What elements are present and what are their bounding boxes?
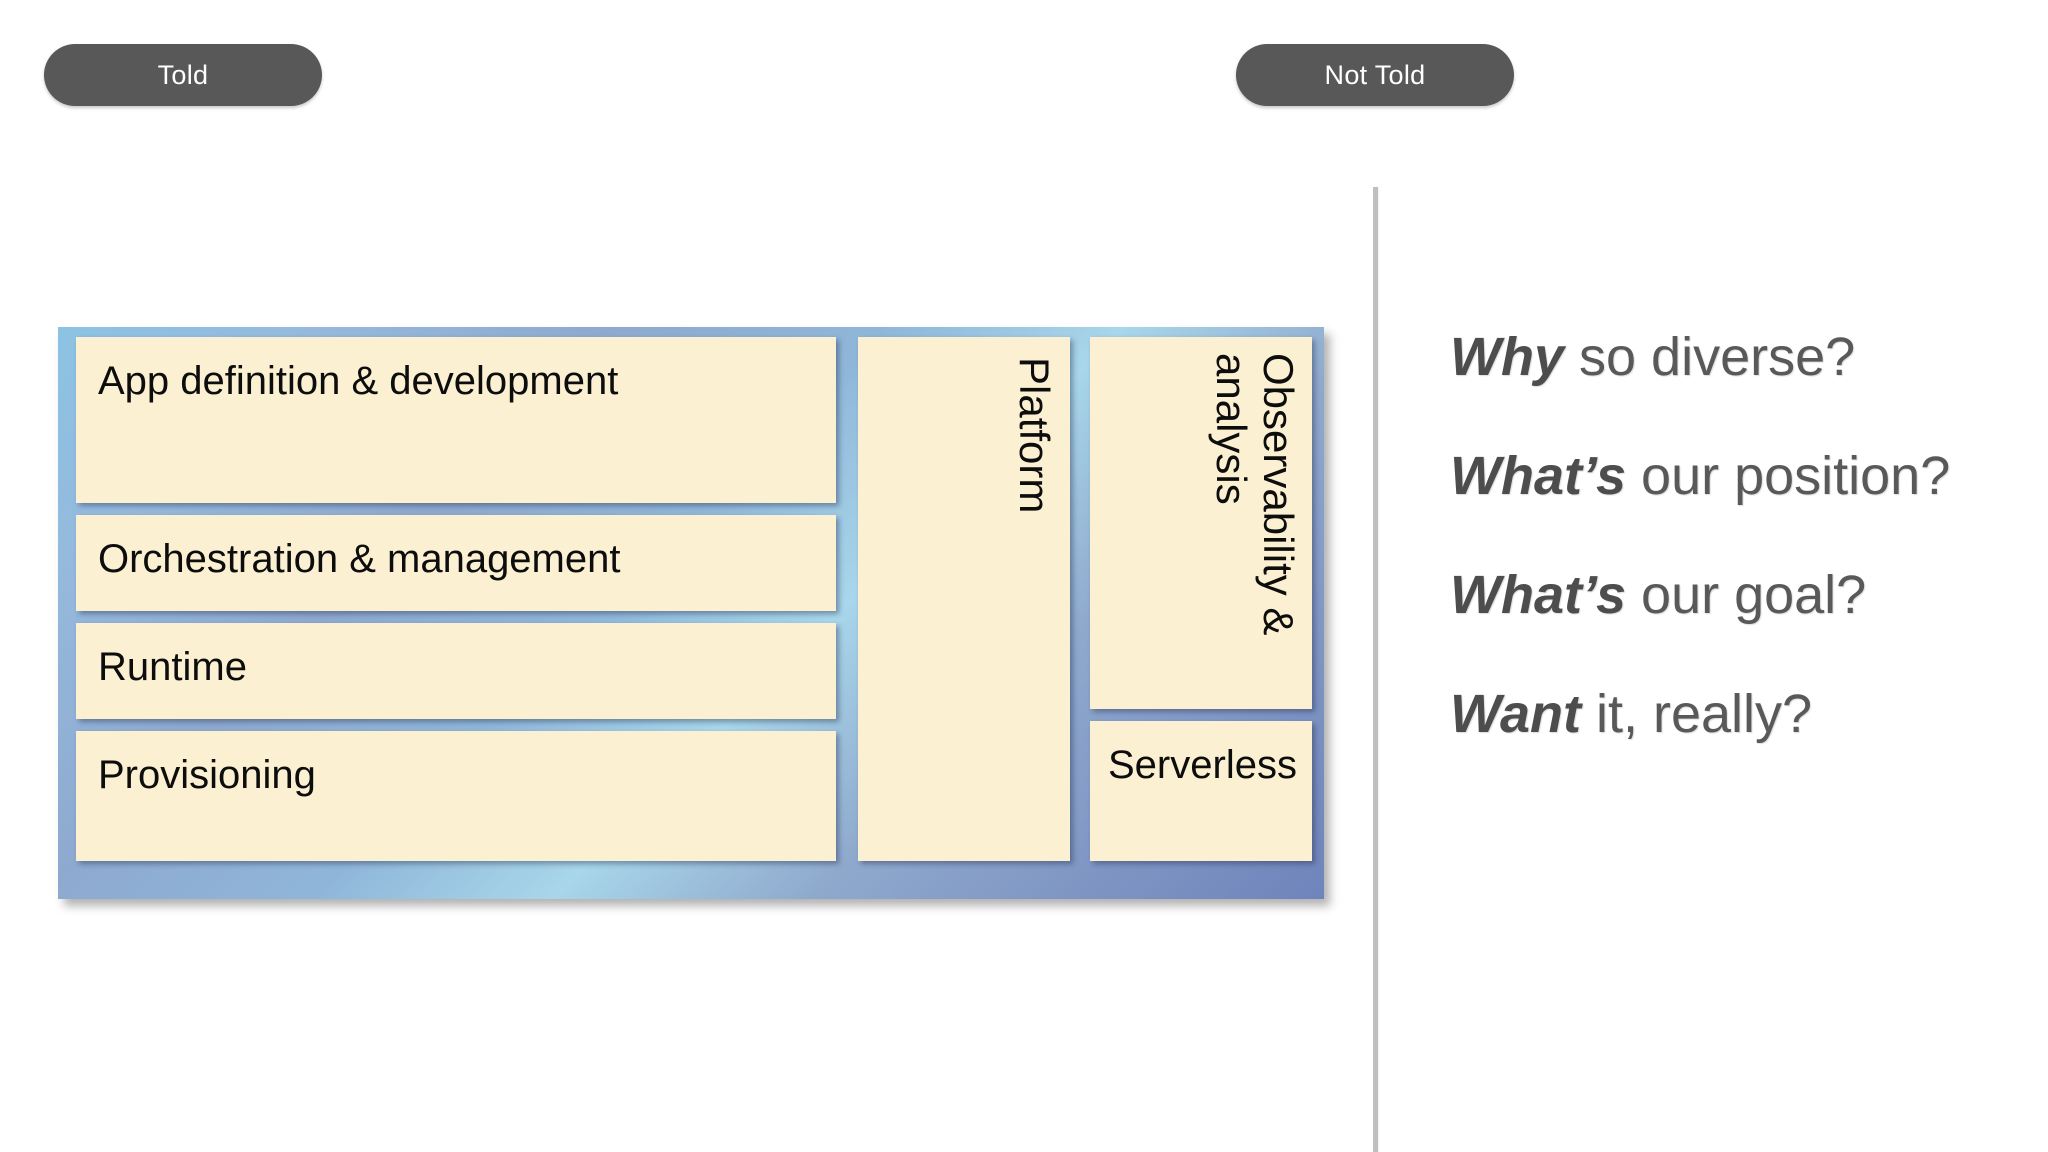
pill-not-told-label: Not Told <box>1324 59 1426 90</box>
cloud-native-landscape-diagram: App definition & development Orchestrati… <box>58 327 1324 899</box>
question-item: What’s our position? <box>1450 449 2010 503</box>
question-lead-word: Why <box>1450 327 1564 387</box>
question-item: What’s our goal? <box>1450 568 2010 622</box>
landscape-inner-area: App definition & development Orchestrati… <box>68 337 1314 889</box>
landscape-box-orchestration-management[interactable]: Orchestration & management <box>76 515 836 611</box>
landscape-box-label: App definition & development <box>98 359 619 403</box>
question-rest-text: so diverse? <box>1564 327 1856 387</box>
pill-told[interactable]: Told <box>44 44 322 106</box>
landscape-box-label: Serverless <box>1108 743 1297 787</box>
landscape-box-provisioning[interactable]: Provisioning <box>76 731 836 861</box>
landscape-box-observability-analysis[interactable]: Observability & analysis <box>1090 337 1312 709</box>
landscape-box-label: Orchestration & management <box>98 537 621 581</box>
landscape-box-serverless[interactable]: Serverless <box>1090 721 1312 861</box>
question-rest-text: it, really? <box>1581 684 1813 744</box>
landscape-box-app-definition-development[interactable]: App definition & development <box>76 337 836 503</box>
landscape-box-label: Provisioning <box>98 753 316 797</box>
landscape-box-label: Platform <box>1011 357 1058 514</box>
vertical-divider <box>1373 187 1378 1152</box>
landscape-box-label: Observability & analysis <box>1207 353 1302 636</box>
question-item: Want it, really? <box>1450 687 2010 741</box>
landscape-box-label: Runtime <box>98 645 247 689</box>
landscape-box-runtime[interactable]: Runtime <box>76 623 836 719</box>
question-lead-word: What’s <box>1450 565 1627 625</box>
question-rest-text: our goal? <box>1626 565 1867 625</box>
pill-told-label: Told <box>157 59 209 90</box>
question-lead-word: Want <box>1450 684 1581 744</box>
question-lead-word: What’s <box>1450 446 1627 506</box>
question-item: Why so diverse? <box>1450 330 2010 384</box>
pill-not-told[interactable]: Not Told <box>1236 44 1514 106</box>
landscape-box-platform[interactable]: Platform <box>858 337 1070 861</box>
questions-list: Why so diverse? What’s our position? Wha… <box>1450 330 2010 806</box>
question-rest-text: our position? <box>1626 446 1951 506</box>
